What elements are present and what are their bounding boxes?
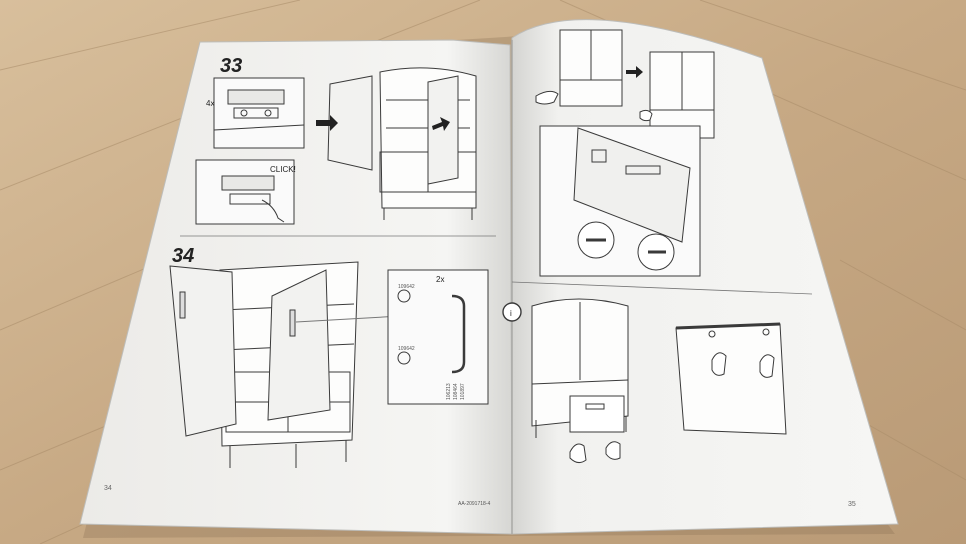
hinge-detail-frame: [213, 77, 305, 149]
arrow-right-icon: [432, 117, 450, 131]
wardrobe-illustration: [531, 298, 629, 438]
step-33-panel: 33 4x CLICK!: [195, 55, 477, 225]
part-number-b: 109642: [398, 346, 415, 352]
handle-parts-frame: [387, 269, 489, 405]
click-callout: CLICK!: [270, 165, 296, 174]
svg-text:108464: 108464: [453, 383, 459, 400]
right-page-number: 35: [848, 501, 856, 508]
svg-text:101897: 101897: [460, 383, 466, 400]
cabinet-illustration-34: [169, 261, 359, 468]
hand-icon: [605, 441, 621, 460]
click-detail-frame: [195, 159, 295, 225]
hand-icon: [535, 90, 559, 105]
step-34-number: 34: [172, 245, 194, 267]
hand-icon: [711, 352, 727, 376]
part-number-a: 109642: [398, 284, 415, 290]
document-code: AA-2091718-4: [458, 501, 490, 507]
handle-illustration: [451, 294, 466, 374]
step-33-number: 33: [220, 55, 242, 77]
step-33-quantity: 4x: [206, 99, 214, 108]
right-bottom-panel: i: [502, 298, 787, 464]
info-icon: [502, 302, 522, 322]
left-page-number: 34: [104, 485, 112, 492]
arrow-right-icon: [626, 66, 643, 78]
right-top-panel: [535, 29, 715, 277]
svg-text:106213: 106213: [446, 383, 452, 400]
step-34-panel: 34 2x 109642 109642 106213 108464 101897: [169, 245, 489, 468]
screw-icon: [397, 351, 411, 365]
info-icon-letter: i: [510, 309, 512, 318]
hand-icon: [759, 354, 775, 378]
arrow-right-icon: [316, 115, 338, 131]
handle-quantity: 2x: [436, 275, 444, 284]
hand-icon: [569, 443, 587, 464]
screw-icon: [397, 289, 411, 303]
cabinet-top-illustration: [675, 322, 787, 435]
vertical-part-codes: 106213 108464 101897: [446, 383, 466, 400]
door-panel: [573, 127, 691, 243]
step-divider: [511, 281, 813, 295]
cabinet-illustration-33: [327, 67, 477, 220]
hand-icon: [639, 109, 653, 122]
